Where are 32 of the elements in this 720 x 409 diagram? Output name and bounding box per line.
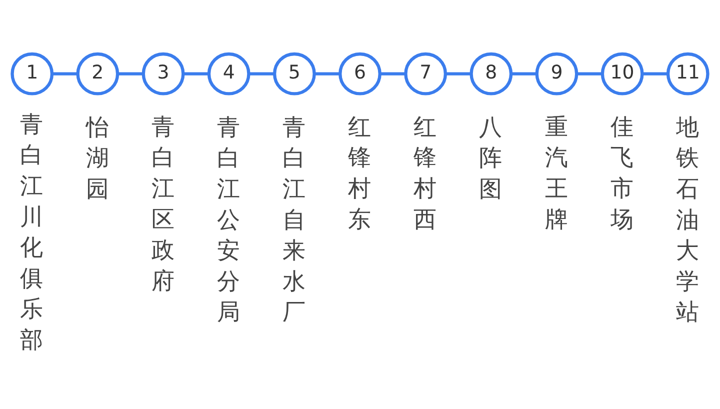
node-label: 青白江自来水厂: [282, 114, 306, 326]
node-circle: 8: [470, 52, 513, 95]
node-circle: 2: [76, 52, 120, 95]
connector: [576, 72, 602, 75]
node-label: 青白江公安分局: [216, 114, 240, 326]
node-label: 佳飞市场: [610, 114, 634, 232]
node-label: 红锋村东: [348, 114, 372, 232]
connector: [380, 72, 406, 75]
node-circle: 3: [142, 52, 185, 95]
connector: [314, 72, 340, 75]
node-circle: 4: [207, 52, 250, 95]
node-circle: 11: [666, 52, 710, 95]
node-circle: 9: [535, 52, 578, 95]
node-circle: 5: [272, 52, 316, 95]
node-circle: 10: [600, 52, 644, 95]
node-circle: 6: [338, 52, 382, 95]
node-circle: 1: [10, 52, 54, 95]
node-label: 重汽王牌: [544, 114, 568, 232]
node-label: 八阵图: [479, 114, 502, 202]
connector: [183, 72, 209, 75]
connector: [446, 72, 472, 75]
node-label: 怡湖园: [86, 114, 109, 202]
connector: [642, 72, 668, 75]
node-label: 地铁石油大学站: [676, 114, 699, 326]
connector: [248, 72, 274, 75]
connector: [118, 72, 144, 75]
connector: [511, 72, 537, 75]
node-label: 青白江川化俱乐部: [20, 111, 44, 353]
node-label: 红锋村西: [414, 114, 437, 232]
node-circle: 7: [404, 52, 448, 95]
connector: [52, 72, 78, 75]
node-label: 青白江区政府: [151, 114, 174, 294]
